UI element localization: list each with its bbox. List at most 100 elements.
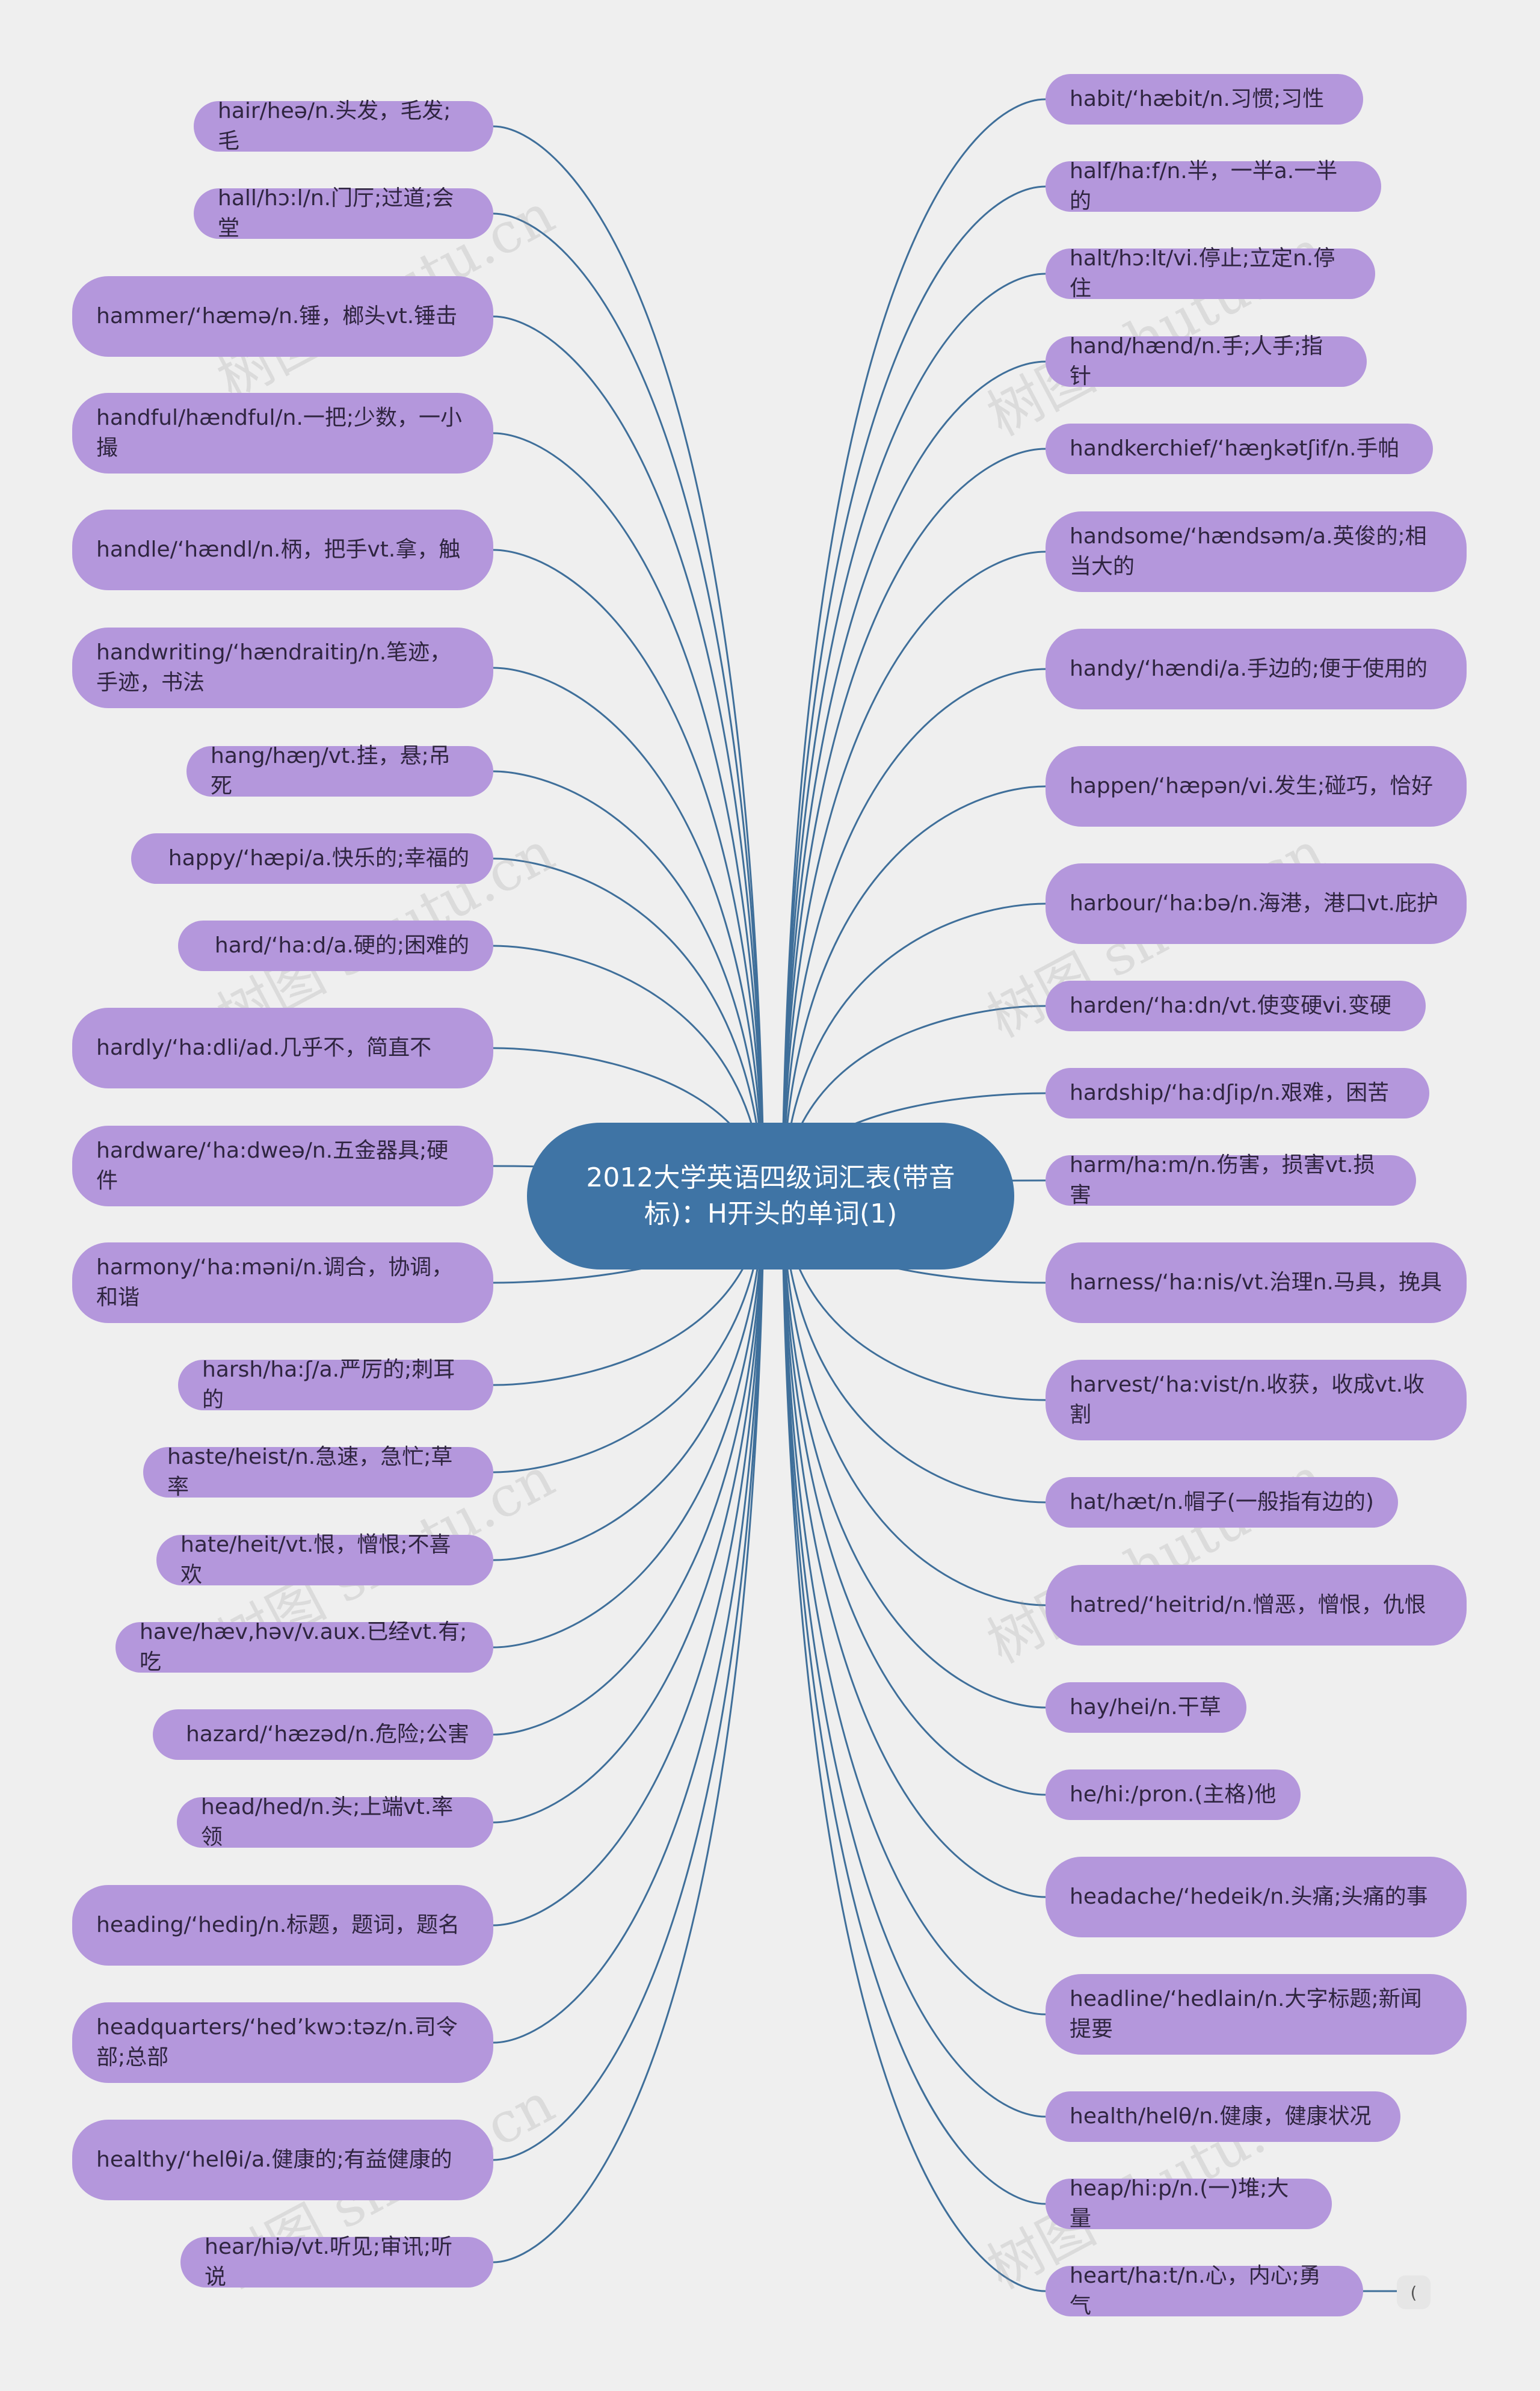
node-label: health/helθ/n.健康，健康状况 <box>1070 2104 1372 2129</box>
left-node-haste[interactable]: haste/heist/n.急速，急忙;草率 <box>143 1445 493 1499</box>
central-topic[interactable]: 2012大学英语四级词汇表(带音标)：H开头的单词(1) <box>527 1123 1014 1270</box>
right-node-heart[interactable]: heart/ha:t/n.心，内心;勇气 <box>1046 2263 1363 2318</box>
right-node-harvest[interactable]: harvest/‘ha:vist/n.收获，收成vt.收割 <box>1046 1360 1467 1440</box>
right-node-harden[interactable]: harden/‘ha:dn/vt.使变硬vi.变硬 <box>1046 981 1426 1031</box>
right-node-hay[interactable]: hay/hei/n.干草 <box>1046 1682 1246 1733</box>
left-node-have[interactable]: have/hæv,həv/v.aux.已经vt.有;吃 <box>116 1620 493 1674</box>
right-node-handkerchief[interactable]: handkerchief/‘hæŋkətʃif/n.手帕 <box>1046 424 1433 474</box>
left-node-hazard[interactable]: hazard/‘hæzəd/n.危险;公害 <box>153 1709 493 1760</box>
node-label: handwriting/‘hændraitiŋ/n.笔迹，手迹，书法 <box>96 640 452 695</box>
node-label: hall/hɔ:l/n.门厅;过道;会堂 <box>218 186 454 241</box>
link-left-headquarters <box>493 1196 765 2044</box>
node-label: hazard/‘hæzəd/n.危险;公害 <box>185 1722 469 1747</box>
left-node-heading[interactable]: heading/‘hediŋ/n.标题，题词，题名 <box>72 1885 493 1966</box>
right-node-happen[interactable]: happen/‘hæpən/vi.发生;碰巧，恰好 <box>1046 746 1467 827</box>
node-label: hardly/‘ha:dli/ad.几乎不，简直不 <box>96 1035 432 1060</box>
node-label: heading/‘hediŋ/n.标题，题词，题名 <box>96 1913 460 1937</box>
node-label: hate/heit/vt.恨，憎恨;不喜欢 <box>180 1532 451 1587</box>
node-label: handsome/‘hændsəm/a.英俊的;相当大的 <box>1070 524 1427 579</box>
right-node-he[interactable]: he/hi:/pron.(主格)他 <box>1046 1769 1301 1820</box>
link-right-hat <box>781 1196 1046 1504</box>
node-label: have/hæv,həv/v.aux.已经vt.有;吃 <box>140 1620 467 1674</box>
node-label: hard/‘ha:d/a.硬的;困难的 <box>214 933 469 958</box>
right-node-hatred[interactable]: hatred/‘heitrid/n.憎恶，憎恨，仇恨 <box>1046 1565 1467 1646</box>
node-label: harsh/ha:ʃ/a.严厉的;刺耳的 <box>202 1357 455 1412</box>
collapse-toggle[interactable]: ( <box>1397 2275 1431 2309</box>
left-node-hammer[interactable]: hammer/‘hæmə/n.锤，榔头vt.锤击 <box>72 276 493 357</box>
node-label: headache/‘hedeik/n.头痛;头痛的事 <box>1070 1884 1428 1909</box>
node-label: heart/ha:t/n.心，内心;勇气 <box>1070 2263 1321 2318</box>
node-label: harbour/‘ha:bə/n.海港，港口vt.庇护 <box>1070 891 1439 916</box>
left-node-harsh[interactable]: harsh/ha:ʃ/a.严厉的;刺耳的 <box>178 1357 493 1412</box>
node-label: headline/‘hedlain/n.大字标题;新闻提要 <box>1070 1987 1422 2041</box>
link-right-handsome <box>781 551 1046 1197</box>
right-node-hand[interactable]: hand/hænd/n.手;人手;指针 <box>1046 334 1367 389</box>
node-label: harness/‘ha:nis/vt.治理n.马具，挽具 <box>1070 1270 1442 1295</box>
left-node-hard[interactable]: hard/‘ha:d/a.硬的;困难的 <box>178 921 493 971</box>
right-node-heap[interactable]: heap/hi:p/n.(一)堆;大量 <box>1046 2176 1332 2231</box>
link-left-handle <box>493 549 765 1197</box>
link-left-handful <box>493 432 765 1197</box>
right-node-harbour[interactable]: harbour/‘ha:bə/n.海港，港口vt.庇护 <box>1046 863 1467 944</box>
left-node-hair[interactable]: hair/heə/n.头发，毛发;毛 <box>194 99 493 153</box>
right-node-headache[interactable]: headache/‘hedeik/n.头痛;头痛的事 <box>1046 1857 1467 1937</box>
node-label: harden/‘ha:dn/vt.使变硬vi.变硬 <box>1070 993 1391 1018</box>
left-node-hang[interactable]: hang/hæŋ/vt.挂，悬;吊死 <box>186 744 493 798</box>
link-right-health <box>781 1196 1046 2118</box>
link-left-hazard <box>493 1196 765 1736</box>
right-node-hat[interactable]: hat/hæt/n.帽子(一般指有边的) <box>1046 1477 1398 1528</box>
left-node-hear[interactable]: hear/hiə/vt.听见;审讯;听说 <box>180 2235 493 2289</box>
node-label: hatred/‘heitrid/n.憎恶，憎恨，仇恨 <box>1070 1593 1426 1617</box>
link-right-half <box>781 185 1046 1197</box>
left-node-hall[interactable]: hall/hɔ:l/n.门厅;过道;会堂 <box>194 186 493 241</box>
node-label: heap/hi:p/n.(一)堆;大量 <box>1070 2176 1289 2231</box>
right-node-harm[interactable]: harm/ha:m/n.伤害，损害vt.损害 <box>1046 1153 1416 1208</box>
left-node-healthy[interactable]: healthy/‘helθi/a.健康的;有益健康的 <box>72 2120 493 2200</box>
link-right-he <box>781 1196 1046 1796</box>
node-label: harmony/‘ha:məni/n.调合，协调，和谐 <box>96 1255 454 1310</box>
central-topic-label: 2012大学英语四级词汇表(带音标)：H开头的单词(1) <box>586 1162 955 1229</box>
link-left-hall <box>493 212 765 1197</box>
right-node-handsome[interactable]: handsome/‘hændsəm/a.英俊的;相当大的 <box>1046 511 1467 592</box>
left-node-hate[interactable]: hate/heit/vt.恨，憎恨;不喜欢 <box>156 1532 493 1587</box>
node-label: happen/‘hæpən/vi.发生;碰巧，恰好 <box>1070 774 1434 798</box>
right-node-headline[interactable]: headline/‘hedlain/n.大字标题;新闻提要 <box>1046 1974 1467 2055</box>
left-node-handwriting[interactable]: handwriting/‘hændraitiŋ/n.笔迹，手迹，书法 <box>72 628 493 708</box>
right-node-harness[interactable]: harness/‘ha:nis/vt.治理n.马具，挽具 <box>1046 1242 1467 1323</box>
link-right-hay <box>781 1196 1046 1709</box>
left-node-harmony[interactable]: harmony/‘ha:məni/n.调合，协调，和谐 <box>72 1242 493 1323</box>
node-label: hair/heə/n.头发，毛发;毛 <box>218 99 451 153</box>
link-right-hatred <box>781 1196 1046 1606</box>
right-node-hardship[interactable]: hardship/‘ha:dʃip/n.艰难，困苦 <box>1046 1068 1429 1118</box>
link-left-haste <box>493 1196 765 1473</box>
link-left-heading <box>493 1196 765 1927</box>
left-node-headquarters[interactable]: headquarters/‘hed’kwɔ:təz/n.司令部;总部 <box>72 2002 493 2083</box>
left-node-hardware[interactable]: hardware/‘ha:dweə/n.五金器具;硬件 <box>72 1126 493 1206</box>
node-label: hear/hiə/vt.听见;审讯;听说 <box>205 2235 453 2289</box>
left-node-handle[interactable]: handle/‘hændl/n.柄，把手vt.拿，触 <box>72 510 493 590</box>
link-left-hang <box>493 770 765 1197</box>
right-node-habit[interactable]: habit/‘hæbit/n.习惯;习性 <box>1046 74 1363 125</box>
node-label: headquarters/‘hed’kwɔ:təz/n.司令部;总部 <box>96 2015 458 2070</box>
link-right-headache <box>781 1196 1046 1898</box>
right-node-handy[interactable]: handy/‘hændi/a.手边的;便于使用的 <box>1046 629 1467 709</box>
node-label: hardship/‘ha:dʃip/n.艰难，困苦 <box>1070 1081 1390 1105</box>
link-left-happy <box>493 857 765 1197</box>
left-node-handful[interactable]: handful/hændful/n.一把;少数，一小撮 <box>72 393 493 474</box>
right-node-half[interactable]: half/ha:f/n.半，一半a.一半的 <box>1046 159 1381 214</box>
node-label: handy/‘hændi/a.手边的;便于使用的 <box>1070 656 1428 681</box>
node-label: habit/‘hæbit/n.习惯;习性 <box>1070 87 1325 111</box>
node-label: halt/hɔ:lt/vi.停止;立定n.停住 <box>1070 246 1335 301</box>
left-node-happy[interactable]: happy/‘hæpi/a.快乐的;幸福的 <box>131 833 493 884</box>
right-node-health[interactable]: health/helθ/n.健康，健康状况 <box>1046 2091 1400 2142</box>
node-label: hammer/‘hæmə/n.锤，榔头vt.锤击 <box>96 304 458 329</box>
link-right-happen <box>781 785 1046 1197</box>
left-node-hardly[interactable]: hardly/‘ha:dli/ad.几乎不，简直不 <box>72 1008 493 1088</box>
link-right-headline <box>781 1196 1046 2016</box>
link-left-hair <box>493 125 765 1197</box>
link-right-handy <box>781 668 1046 1197</box>
left-node-head[interactable]: head/hed/n.头;上端vt.率领 <box>177 1795 493 1850</box>
right-node-halt[interactable]: halt/hɔ:lt/vi.停止;立定n.停住 <box>1046 246 1375 301</box>
node-label: hat/hæt/n.帽子(一般指有边的) <box>1070 1490 1374 1514</box>
